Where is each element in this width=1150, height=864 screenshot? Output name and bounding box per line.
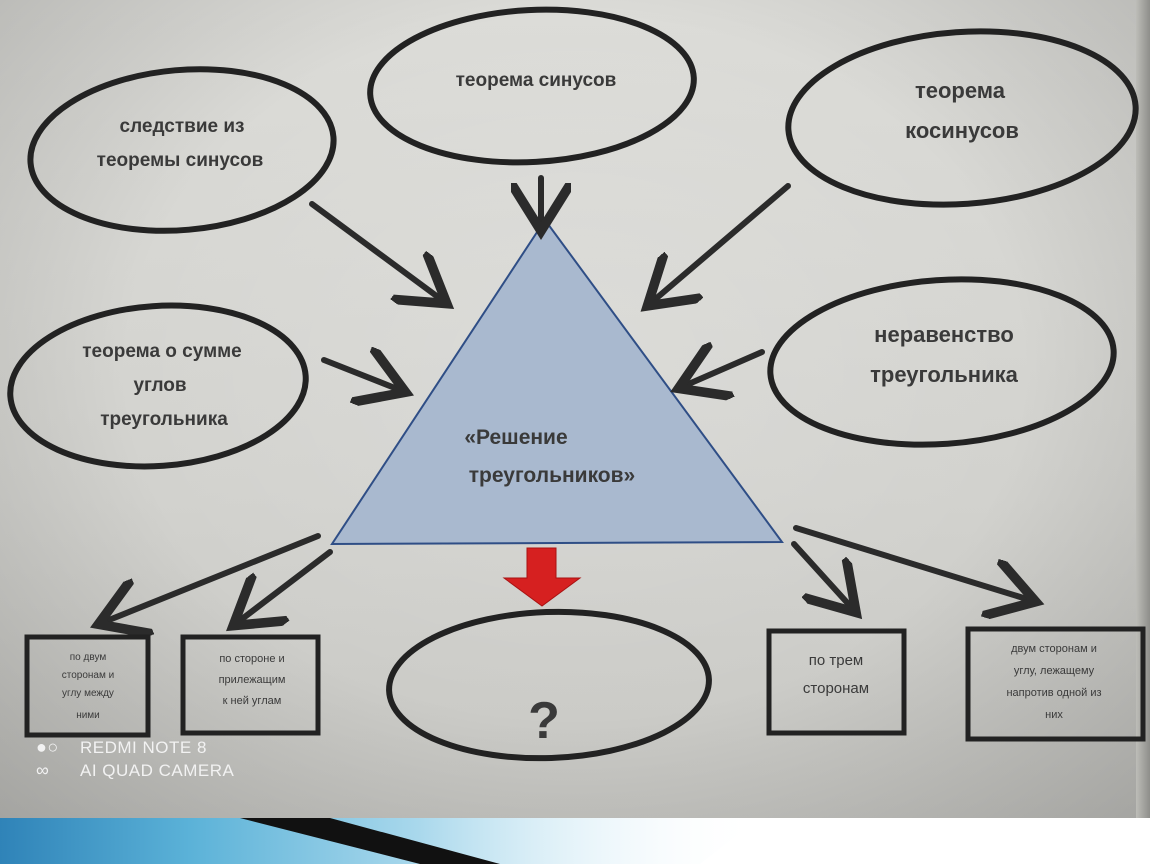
box-two-sides-opposite-line-2: углу, лежащему — [1014, 665, 1095, 677]
center-triangle: «Решение треугольников» — [330, 218, 784, 546]
box-two-sides-angle-line-3: углу между — [62, 688, 114, 699]
question-mark: ? — [528, 692, 560, 750]
arrow-from-cosines — [652, 183, 791, 302]
oval-sines: теорема синусов — [367, 6, 697, 166]
oval-inequality: неравенство треугольника — [767, 276, 1117, 448]
oval-angle-sum-line-3: треугольника — [100, 409, 228, 430]
watermark-line-1: REDMI NOTE 8 — [80, 738, 207, 757]
screen-edge — [1136, 0, 1150, 818]
watermark-line-2: AI QUAD CAMERA — [80, 761, 235, 780]
photo-of-screen: следствие из теоремы синусов теорема син… — [0, 0, 1150, 818]
oval-cosines-line-1: теорема — [915, 78, 1006, 103]
arrow-from-inequality — [684, 352, 765, 386]
box-side-two-angles-line-3: к ней углам — [223, 695, 282, 707]
infinity-icon: ∞ — [36, 760, 50, 780]
oval-angle-sum-line-1: теорема о сумме — [82, 341, 242, 362]
oval-angle-sum: теорема о сумме углов треугольника — [7, 302, 309, 470]
arrow-from-consequence — [309, 201, 442, 300]
question-oval: ? — [386, 608, 712, 762]
arrow-to-two-sides-opposite — [793, 525, 1030, 600]
oval-inequality-line-1: неравенство — [874, 322, 1014, 347]
box-side-two-angles-line-1: по стороне и — [219, 653, 284, 665]
lens-dots-icon: ●○ — [36, 737, 59, 757]
camera-watermark: ●○ REDMI NOTE 8 ∞ AI QUAD CAMERA — [36, 736, 234, 782]
box-two-sides-opposite-line-3: напротив одной из — [1006, 687, 1101, 699]
incoming-arrows — [309, 175, 791, 390]
oval-consequence: следствие из теоремы синусов — [27, 66, 337, 234]
slide-decor-band — [0, 818, 1150, 864]
arrow-to-two-sides-angle — [104, 533, 321, 622]
box-side-two-angles-line-2: прилежащим — [219, 674, 286, 686]
oval-cosines: теорема косинусов — [785, 28, 1139, 208]
oval-sines-line-1: теорема синусов — [456, 70, 617, 91]
outgoing-arrows — [104, 525, 1030, 622]
oval-cosines-line-2: косинусов — [905, 118, 1019, 143]
box-three-sides: по трем сторонам — [766, 628, 907, 736]
center-line-2: треугольников» — [469, 464, 635, 487]
box-side-two-angles: по стороне и прилежащим к ней углам — [180, 634, 321, 736]
oval-consequence-line-2: теоремы синусов — [97, 150, 264, 171]
oval-consequence-line-1: следствие из — [120, 116, 245, 137]
arrow-to-three-sides — [791, 541, 852, 608]
box-three-sides-line-2: сторонам — [803, 680, 869, 697]
box-two-sides-angle-line-4: ними — [76, 710, 100, 721]
box-two-sides-opposite-line-1: двум сторонам и — [1011, 643, 1097, 655]
decor-swoosh — [0, 818, 1150, 864]
box-two-sides-angle-line-2: сторонам и — [62, 670, 114, 681]
oval-angle-sum-line-2: углов — [133, 375, 186, 396]
red-down-arrow — [502, 547, 582, 607]
box-two-sides-angle: по двум сторонам и углу между ними — [24, 634, 151, 738]
arrow-to-side-two-angles — [238, 549, 333, 622]
diagram-canvas: следствие из теоремы синусов теорема син… — [7, 6, 1146, 762]
box-three-sides-line-1: по трем — [809, 652, 864, 669]
oval-inequality-line-2: треугольника — [870, 362, 1018, 387]
center-line-1: «Решение — [464, 426, 567, 449]
box-two-sides-opposite: двум сторонам и углу, лежащему напротив … — [965, 626, 1146, 742]
box-two-sides-opposite-line-4: них — [1045, 709, 1063, 721]
box-two-sides-angle-line-1: по двум — [70, 652, 107, 663]
arrow-from-angle-sum — [321, 360, 400, 390]
